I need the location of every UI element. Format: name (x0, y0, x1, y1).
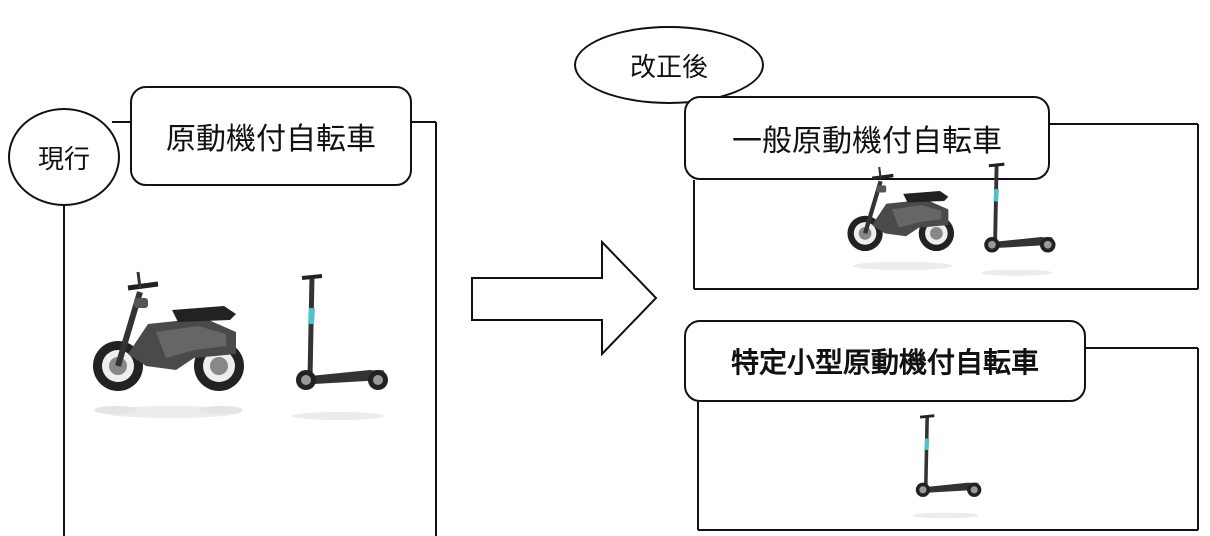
current-title: 原動機付自転車 (166, 122, 376, 157)
revised-tag: 改正後 (574, 26, 764, 104)
moped-icon (840, 160, 965, 280)
revised-tag-text: 改正後 (629, 52, 708, 83)
current-tag-text: 現行 (37, 144, 90, 175)
right-arrow-icon (470, 239, 660, 360)
moped-icon (86, 262, 256, 432)
specified-title: 特定小型原動機付自転車 (730, 346, 1039, 379)
kick-scooter-icon (280, 268, 394, 428)
general-title: 一般原動機付自転車 (732, 124, 1002, 159)
current-title-box: 原動機付自転車 (130, 86, 412, 186)
kick-scooter-icon (900, 410, 990, 524)
specified-title-box: 特定小型原動機付自転車 (684, 320, 1086, 402)
kick-scooter-icon (970, 158, 1062, 282)
current-tag: 現行 (8, 108, 120, 206)
